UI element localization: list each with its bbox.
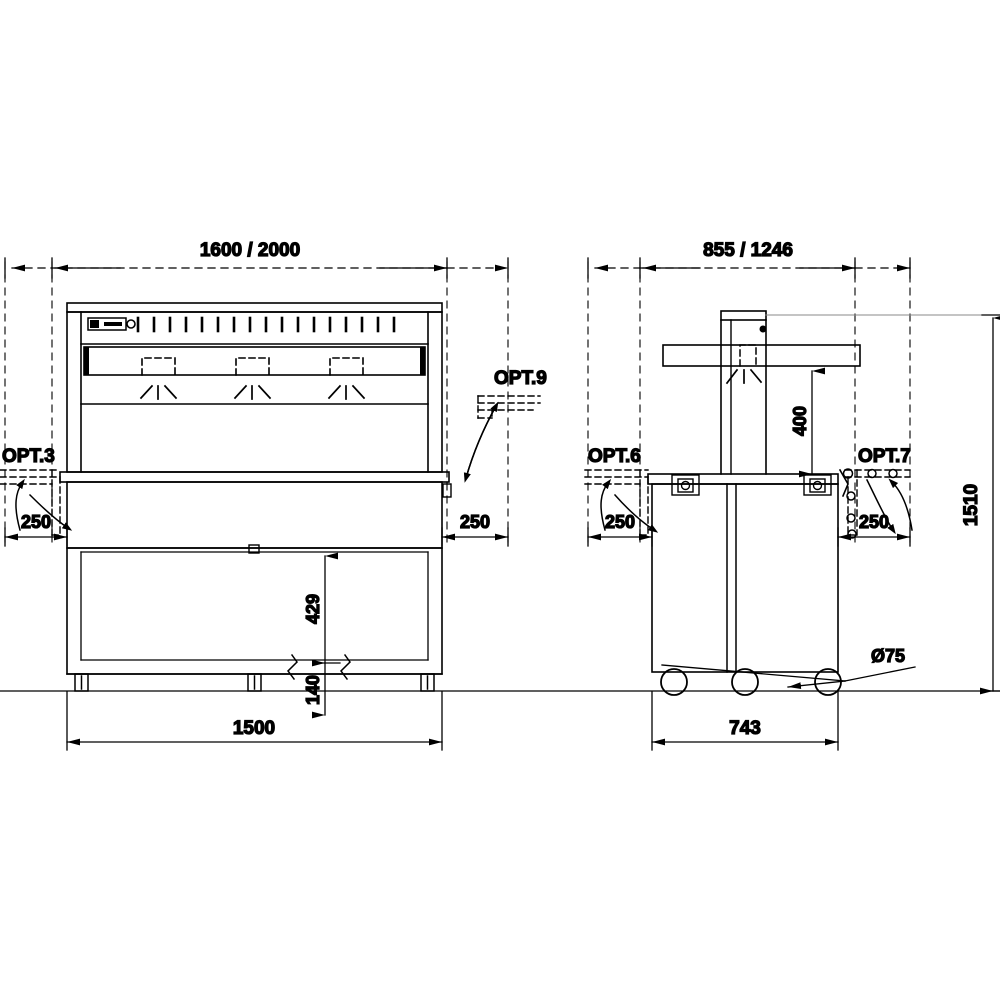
front-lock-icon <box>248 544 260 554</box>
front-casters <box>74 673 435 692</box>
dim-front-right-250: 250 <box>441 511 509 547</box>
caster-front-mid <box>247 673 262 692</box>
side-casters <box>660 668 842 696</box>
dim-side-right-250: 250 <box>837 511 911 547</box>
opt9-label: OPT.9 <box>494 368 547 389</box>
front-cabinet-body <box>66 302 443 473</box>
dim-label-side-400: 400 <box>790 406 810 436</box>
dim-label-front-left-250: 250 <box>21 512 51 532</box>
dim-label-side-depth: 855 / 1246 <box>703 240 793 261</box>
side-extension-lines <box>587 261 911 549</box>
dim-side-overall-depth: 855 / 1246 <box>587 239 911 279</box>
caster-side-left <box>660 668 688 696</box>
side-opt6-detail: OPT.6 <box>584 445 659 536</box>
dim-side-caster-dia: Ø75 <box>661 645 916 690</box>
front-control-panel[interactable] <box>87 317 136 331</box>
dim-front-left-250: 250 <box>4 511 68 547</box>
front-opt3-detail: OPT.3 <box>0 445 73 536</box>
opt3-label: OPT.3 <box>2 446 55 467</box>
control-knob-icon[interactable] <box>126 319 136 329</box>
dim-label-side-1510: 1510 <box>961 484 982 526</box>
front-lamp-3 <box>327 357 366 400</box>
side-hinge-right <box>803 474 832 496</box>
front-lower-cabinet <box>66 481 443 675</box>
front-lamp-2 <box>233 357 272 400</box>
side-lower-cabinet <box>651 483 839 673</box>
dim-front-140: 140 <box>302 662 326 719</box>
front-worktop <box>59 471 452 498</box>
side-hinge-left <box>671 474 700 496</box>
dim-label-front-width: 1600 / 2000 <box>200 240 300 261</box>
caster-side-mid <box>731 668 759 696</box>
caster-front-right <box>420 673 435 692</box>
front-lamp-1 <box>139 357 178 400</box>
side-tower-pivot-icon <box>759 325 767 333</box>
dim-side-1510: 1510 <box>960 314 1000 695</box>
dim-label-caster-dia: Ø75 <box>871 646 905 666</box>
dim-front-1500: 1500 <box>66 691 443 751</box>
side-canopy-arm <box>662 344 861 385</box>
dim-side-743: 743 <box>651 691 839 751</box>
dim-label-side-right-250: 250 <box>859 512 889 532</box>
opt6-label: OPT.6 <box>588 446 641 467</box>
dim-front-overall-width: 1600 / 2000 <box>4 239 509 279</box>
caster-front-left <box>74 673 89 692</box>
front-elevation-group: 1600 / 2000 <box>0 239 547 751</box>
front-opt9-detail: OPT.9 <box>463 367 547 483</box>
front-break-lines <box>287 653 351 681</box>
side-tower <box>720 310 767 475</box>
dim-front-429: 429 <box>302 552 341 667</box>
dim-side-400: 400 <box>789 367 825 478</box>
dim-label-front-429: 429 <box>303 594 323 624</box>
rocker-switch-icon[interactable] <box>104 322 122 326</box>
control-display[interactable] <box>87 317 127 331</box>
opt7-label: OPT.7 <box>858 446 911 467</box>
dim-label-side-743: 743 <box>729 718 761 739</box>
dim-side-left-250: 250 <box>587 511 653 547</box>
side-elevation-group: 855 / 1246 <box>584 239 1000 751</box>
display-readout-icon <box>90 320 99 328</box>
side-opt7-detail: OPT.7 <box>838 445 913 539</box>
dim-label-side-left-250: 250 <box>605 512 635 532</box>
front-right-latch-icon <box>442 483 452 498</box>
dim-label-front-right-250: 250 <box>460 512 490 532</box>
front-ventilation-slots <box>136 316 396 333</box>
dim-label-front-1500: 1500 <box>233 718 275 739</box>
dim-label-front-140: 140 <box>303 675 323 705</box>
